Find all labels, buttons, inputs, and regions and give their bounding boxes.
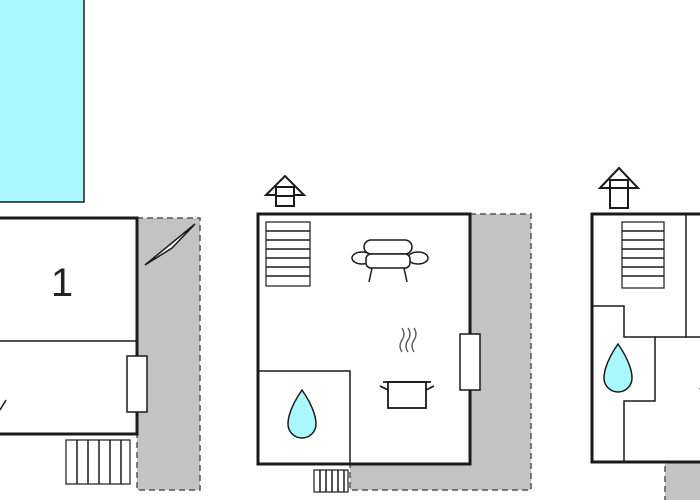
- interior-walls-right: [592, 214, 700, 462]
- door-swing-mark: [0, 399, 7, 411]
- cooking-pot-icon: [379, 327, 435, 409]
- terrace-right: [664, 461, 700, 500]
- door-icon: [126, 355, 148, 413]
- entrance-steps-icon: [65, 439, 131, 485]
- water-drop-icon: [603, 342, 633, 393]
- building-outline-left: [0, 216, 139, 436]
- parasol-icon: [144, 223, 196, 266]
- plan-right: [590, 166, 700, 500]
- stairs-icon: [621, 221, 665, 289]
- terrace-left: [136, 217, 201, 491]
- sofa-icon: [351, 239, 429, 283]
- stairs-icon: [265, 221, 311, 287]
- entrance-steps-icon: [313, 469, 349, 493]
- chimney-icon: [263, 174, 307, 207]
- door-icon: [459, 333, 481, 391]
- plan-middle: [256, 174, 532, 493]
- room-number: 1: [51, 261, 73, 305]
- bathroom: [257, 370, 351, 465]
- plan-left: 1: [0, 0, 201, 491]
- chimney-icon: [597, 166, 641, 209]
- swimming-pool: [0, 0, 85, 203]
- water-drop-icon: [287, 388, 317, 439]
